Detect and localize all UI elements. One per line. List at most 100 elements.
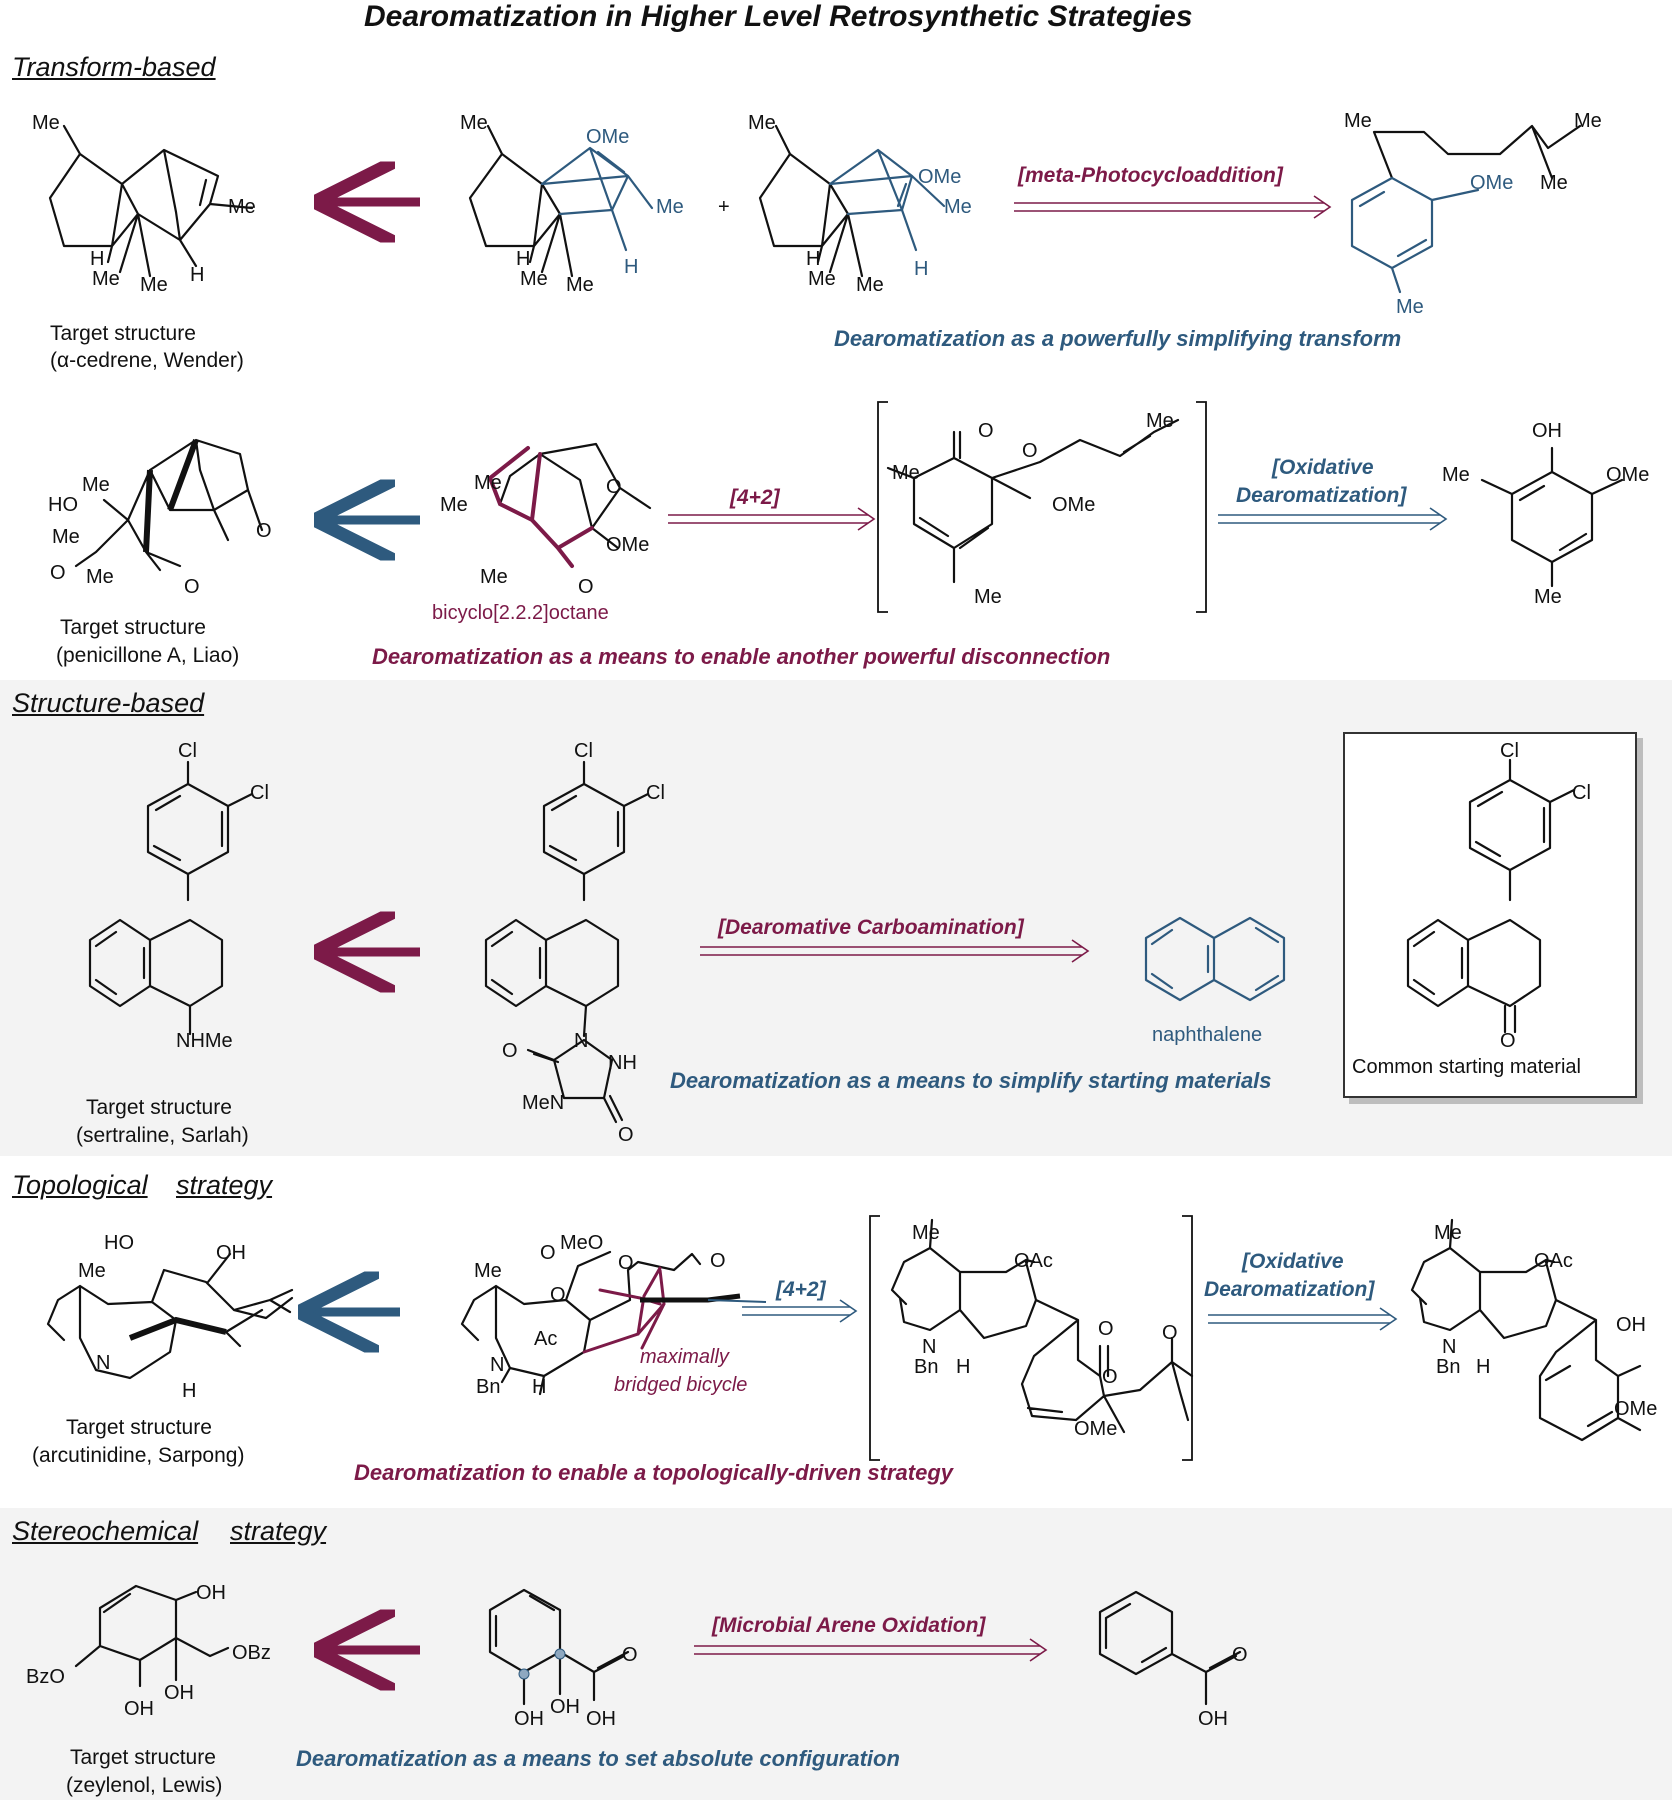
forward-arrow-4 xyxy=(700,939,1090,963)
forward-arrow-5 xyxy=(742,1299,858,1323)
note-row-3: Dearomatization as a means to simplify s… xyxy=(670,1068,1272,1093)
atom-label: HO xyxy=(104,1232,134,1254)
atom-label: Me xyxy=(912,1222,940,1244)
cedrene-caption-2: (α-cedrene, Wender) xyxy=(50,349,244,372)
atom-label: N xyxy=(574,1030,589,1052)
atom-label: Bn xyxy=(1436,1356,1461,1378)
atom-label: Cl xyxy=(1572,782,1591,804)
forward-arrow-7 xyxy=(694,1638,1048,1662)
atom-label: Cl xyxy=(574,740,593,762)
atom-label: NHMe xyxy=(176,1030,233,1052)
atom-label: Me xyxy=(460,112,488,134)
naphthalene-label: naphthalene xyxy=(1152,1024,1263,1046)
arcutinidine-structure xyxy=(46,1252,294,1380)
note-row-1: Dearomatization as a powerfully simplify… xyxy=(834,326,1402,351)
atom-label: Me xyxy=(32,112,60,134)
section-stereochemical-b: strategy xyxy=(230,1516,327,1546)
forward-arrow-3 xyxy=(1218,507,1448,531)
reaction-label-dearomatization-1: Dearomatization] xyxy=(1236,484,1407,507)
atom-label: Cl xyxy=(1500,740,1519,762)
atom-label: O xyxy=(1232,1644,1248,1666)
atom-label: H xyxy=(624,256,639,278)
atom-label: OMe xyxy=(1614,1398,1658,1420)
reaction-label-4plus2: [4+2] xyxy=(730,486,780,509)
note-row-5: Dearomatization as a means to set absolu… xyxy=(296,1746,900,1771)
atom-label: O xyxy=(50,562,66,584)
atom-label: Cl xyxy=(646,782,665,804)
atom-label: O xyxy=(184,576,200,598)
atom-label: O xyxy=(618,1252,634,1274)
section-topological-a: Topological xyxy=(12,1170,148,1200)
section-stereochemical-a: Stereochemical xyxy=(12,1516,199,1546)
atom-label: H xyxy=(532,1376,547,1398)
atom-label: N xyxy=(96,1352,111,1374)
bicycle-label-1: maximally xyxy=(640,1346,729,1368)
atom-label: Me xyxy=(474,472,502,494)
sertraline-caption-1: Target structure xyxy=(86,1096,232,1119)
zeylenol-caption-1: Target structure xyxy=(70,1746,216,1769)
sertraline-caption-2: (sertraline, Sarlah) xyxy=(76,1124,249,1147)
note-row-2: Dearomatization as a means to enable ano… xyxy=(372,644,1111,669)
atom-label: Me xyxy=(808,268,836,290)
atom-label: MeN xyxy=(522,1092,565,1114)
cedrene-caption-1: Target structure xyxy=(50,322,196,345)
atom-label: OMe xyxy=(1470,172,1514,194)
photocycloadduct-1-structure xyxy=(468,124,654,278)
arene-precursor-1-structure xyxy=(1350,124,1582,294)
atom-label: Me xyxy=(1540,172,1568,194)
reaction-label-oxidative-2: [Oxidative xyxy=(1242,1250,1344,1273)
penicillone-caption-1: Target structure xyxy=(60,616,206,639)
atom-label: O xyxy=(618,1124,634,1146)
atom-label: OH xyxy=(1532,420,1562,442)
common-starting-material-box xyxy=(1343,732,1637,1098)
o-quinone-ketal-structure xyxy=(877,401,1207,613)
atom-label: O xyxy=(578,576,594,598)
atom-label: Me xyxy=(92,268,120,290)
atom-label: Cl xyxy=(250,782,269,804)
atom-label: Me xyxy=(86,566,114,588)
atom-label: Me xyxy=(78,1260,106,1282)
reaction-label-4plus2-b: [4+2] xyxy=(776,1278,826,1301)
bicyclooctane-label: bicyclo[2.2.2]octane xyxy=(432,602,609,624)
photocycloadduct-2-structure xyxy=(758,124,946,278)
atom-label: Me xyxy=(1146,410,1174,432)
section-topological-b: strategy xyxy=(176,1170,273,1200)
cis-diol-structure xyxy=(488,1588,630,1706)
atom-label: Me xyxy=(1574,110,1602,132)
zeylenol-caption-2: (zeylenol, Lewis) xyxy=(66,1774,223,1797)
atom-label: Me xyxy=(974,586,1002,608)
naphthalene-structure xyxy=(1144,916,1286,1002)
arcutinidine-caption-2: (arcutinidine, Sarpong) xyxy=(32,1444,245,1467)
penicillone-structure xyxy=(74,438,264,572)
atom-label: OMe xyxy=(1606,464,1650,486)
atom-label: Me xyxy=(480,566,508,588)
atom-label: O xyxy=(622,1644,638,1666)
atom-label: OMe xyxy=(606,534,650,556)
atom-label: Me xyxy=(1442,464,1470,486)
atom-label: O xyxy=(256,520,272,542)
atom-label: O xyxy=(1500,1030,1516,1052)
atom-label: Bn xyxy=(914,1356,939,1378)
arene-precursor-2-structure xyxy=(1480,446,1624,588)
carboamination-adduct-structure xyxy=(484,760,650,1124)
atom-label: OBz xyxy=(232,1642,271,1664)
atom-label: Me xyxy=(1344,110,1372,132)
atom-label: Me xyxy=(856,274,884,296)
atom-label: OMe xyxy=(586,126,630,148)
atom-label: MeO xyxy=(560,1232,604,1254)
atom-label: N xyxy=(490,1354,505,1376)
penicillone-caption-2: (penicillone A, Liao) xyxy=(56,644,240,667)
forward-arrow-2 xyxy=(668,507,876,531)
atom-label: O xyxy=(1162,1322,1178,1344)
reaction-label-oxidative-1: [Oxidative xyxy=(1272,456,1374,479)
bicycle-label-2: bridged bicycle xyxy=(614,1374,748,1396)
atom-label: Me xyxy=(228,196,256,218)
atom-label: Me xyxy=(566,274,594,296)
atom-label: OH xyxy=(124,1698,154,1720)
atom-label: Me xyxy=(656,196,684,218)
atom-label: OH xyxy=(164,1682,194,1704)
atom-label: OH xyxy=(216,1242,246,1264)
atom-label: Me xyxy=(1434,1222,1462,1244)
alpha-cedrene-structure xyxy=(48,124,254,278)
